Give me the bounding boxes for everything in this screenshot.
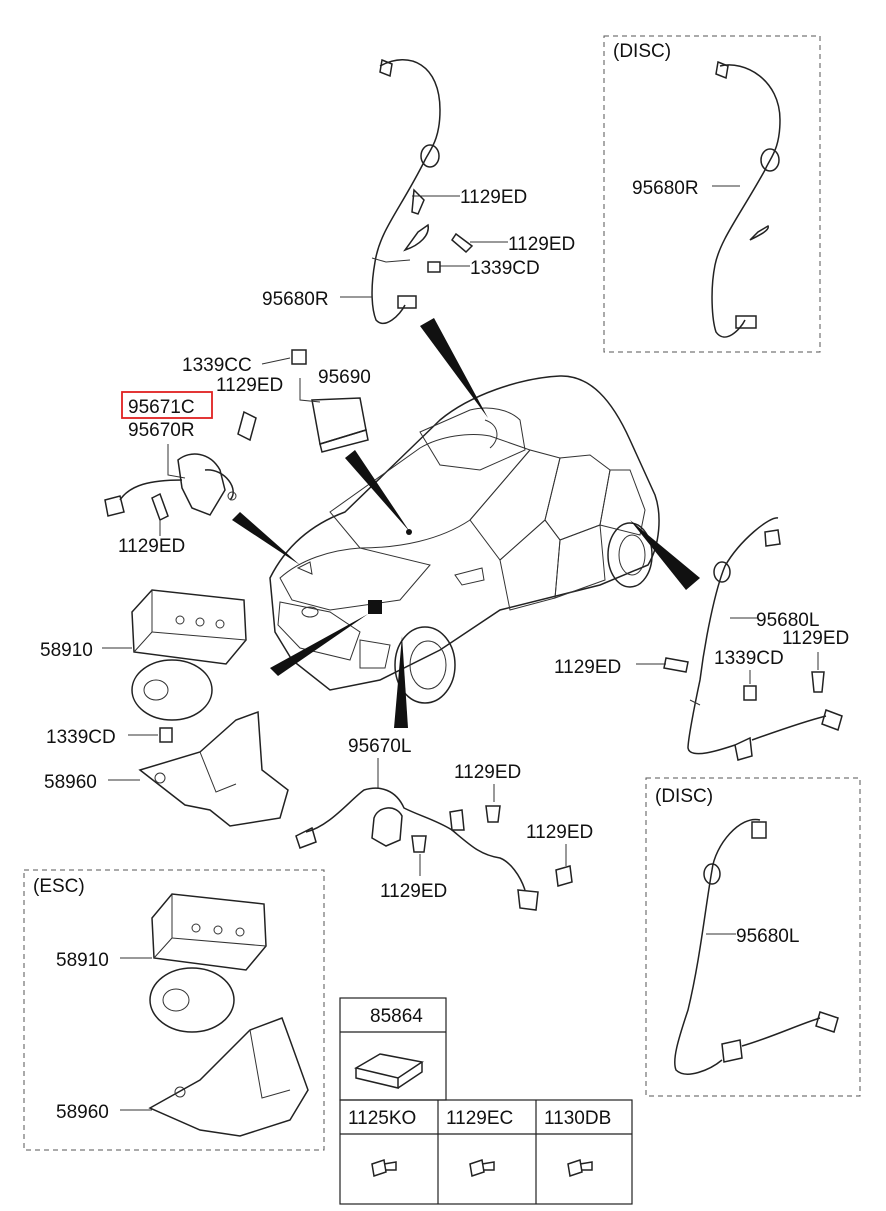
pointer-wedge-front-sensor [232, 512, 300, 565]
label-1339CD-c: 1339CD [714, 648, 784, 669]
label-58910-esc: 58910 [56, 950, 109, 971]
pointer-wedge-front-left [394, 636, 408, 728]
label-95680L-disc: 95680L [736, 926, 799, 947]
label-58910-main: 58910 [40, 640, 93, 661]
label-58960-esc: 58960 [56, 1102, 109, 1123]
parts-table [339, 997, 633, 1205]
label-95670L: 95670L [348, 736, 411, 757]
label-1129ED-i: 1129ED [380, 881, 447, 902]
bolt-icon-1129EC [469, 1159, 495, 1177]
label-1129ED-c: 1129ED [216, 375, 283, 396]
label-1129ED-g: 1129ED [454, 762, 521, 783]
pointer-wedge-module [345, 450, 410, 532]
bracket-58960-main [138, 710, 289, 827]
table-col-1129EC: 1129EC [446, 1108, 513, 1129]
label-95690: 95690 [318, 367, 371, 388]
esc-box [23, 869, 325, 1151]
label-1339CD-b: 1339CD [46, 727, 116, 748]
label-95680R-main: 95680R [262, 289, 329, 310]
sensor-95680L-disc [674, 818, 839, 1075]
sensor-95680R-disc [711, 60, 781, 338]
label-1129ED-e: 1129ED [782, 628, 849, 649]
label-1129ED-h: 1129ED [526, 822, 593, 843]
pointer-wedge-hcu [270, 614, 368, 676]
bracket-58960-esc [148, 1017, 309, 1137]
label-58960-main: 58960 [44, 772, 97, 793]
label-1339CD-a: 1339CD [470, 258, 540, 279]
disc-bottom-label: (DISC) [655, 786, 713, 807]
label-1129ED-d: 1129ED [118, 536, 185, 557]
label-95680L-main: 95680L [756, 610, 819, 631]
hcu-small-unit [299, 378, 369, 453]
table-col-1125KO: 1125KO [348, 1108, 416, 1129]
pad-icon [354, 1053, 424, 1089]
sensor-95680R-main [371, 58, 441, 325]
pointer-wedge-rear-right [420, 318, 488, 418]
highlight-95671C [121, 391, 213, 419]
bolt-icon-1130DB [567, 1159, 593, 1177]
disc-top-label: (DISC) [613, 41, 671, 62]
table-col-1130DB: 1130DB [544, 1108, 611, 1129]
label-95680R-disc: 95680R [632, 178, 699, 199]
esc-label: (ESC) [33, 876, 85, 897]
label-95670R: 95670R [128, 420, 195, 441]
pointer-wedge-rear-left [630, 520, 700, 590]
hcu-58910-main [131, 589, 247, 721]
label-95671C: 95671C [128, 397, 195, 418]
hcu-58910-esc [149, 893, 267, 1033]
label-1339CC: 1339CC [182, 355, 252, 376]
car-illustration [269, 375, 660, 704]
disc-bottom-box [645, 777, 861, 1097]
bolt-icon-1125KO [371, 1159, 397, 1177]
sensor-95670R [104, 453, 237, 517]
label-1129ED-f: 1129ED [554, 657, 621, 678]
label-1129ED-a: 1129ED [460, 187, 527, 208]
disc-top-box [603, 35, 821, 353]
sensor-95670L [295, 787, 539, 911]
sensor-95680L-main [687, 517, 843, 761]
label-1129ED-b: 1129ED [508, 234, 575, 255]
table-header-85864: 85864 [370, 1006, 423, 1027]
